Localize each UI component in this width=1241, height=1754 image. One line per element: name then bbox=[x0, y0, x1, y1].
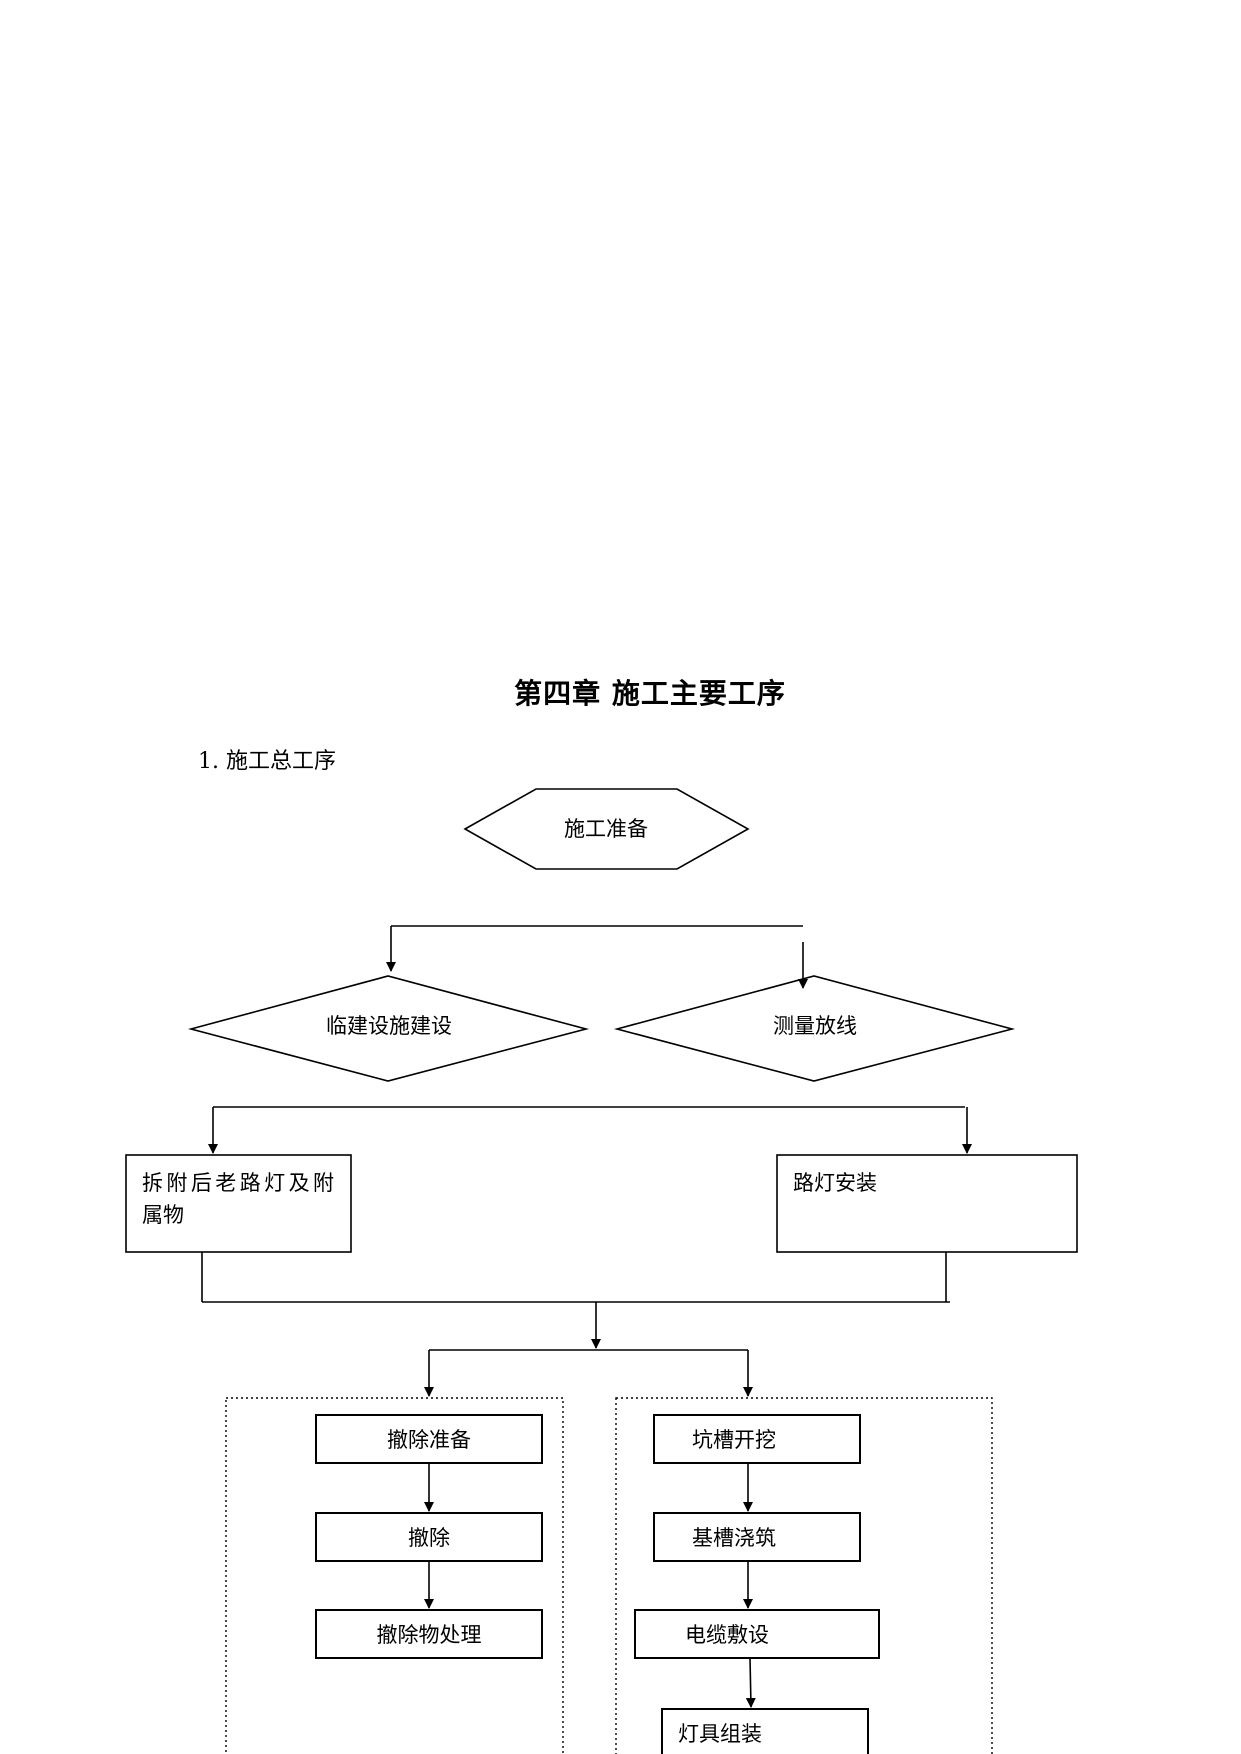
install-step-cable: 电缆敷设 bbox=[634, 1609, 880, 1659]
decision-temp-facilities: 临建设施建设 bbox=[187, 975, 590, 1082]
install-step-trench: 坑槽开挖 bbox=[653, 1414, 861, 1464]
page-title: 第四章 施工主要工序 bbox=[514, 677, 786, 710]
decision-survey-label: 测量放线 bbox=[773, 1014, 857, 1038]
demolition-step-prepare-label: 撤除准备 bbox=[387, 1428, 471, 1452]
section-heading: 1. 施工总工序 bbox=[198, 749, 336, 774]
decision-temp-facilities-label: 临建设施建设 bbox=[326, 1014, 452, 1038]
install-step-foundation-label: 基槽浇筑 bbox=[692, 1526, 776, 1550]
start-node: 施工准备 bbox=[463, 788, 750, 870]
installation-group bbox=[615, 1397, 993, 1754]
install-step-cable-label: 电缆敷设 bbox=[685, 1623, 769, 1647]
install-step-assemble-label: 灯具组装 bbox=[678, 1722, 762, 1746]
install-step-assemble: 灯具组装 bbox=[661, 1708, 869, 1754]
start-node-label: 施工准备 bbox=[564, 817, 648, 841]
demolition-step-dispose-label: 撤除物处理 bbox=[377, 1623, 482, 1647]
box-demolish-old-lights-line1: 拆附后老路灯及附 bbox=[142, 1171, 334, 1195]
split-connector bbox=[386, 925, 808, 989]
demolition-step-remove: 撤除 bbox=[315, 1512, 543, 1562]
demolition-step-remove-label: 撤除 bbox=[408, 1526, 450, 1550]
install-step-trench-label: 坑槽开挖 bbox=[692, 1428, 776, 1452]
process-connector bbox=[208, 1106, 972, 1154]
box-demolish-old-lights-line2: 属物 bbox=[142, 1203, 184, 1227]
demolition-step-prepare: 撤除准备 bbox=[315, 1414, 543, 1464]
merge-connector bbox=[201, 1252, 950, 1397]
box-demolish-old-lights: 拆附后老路灯及附 属物 bbox=[125, 1154, 352, 1253]
decision-survey: 测量放线 bbox=[613, 975, 1016, 1082]
demolition-group bbox=[225, 1397, 564, 1754]
install-step-foundation: 基槽浇筑 bbox=[653, 1512, 861, 1562]
box-install-lights-label: 路灯安装 bbox=[793, 1171, 877, 1195]
box-install-lights: 路灯安装 bbox=[776, 1154, 1078, 1253]
demolition-step-dispose: 撤除物处理 bbox=[315, 1609, 543, 1659]
